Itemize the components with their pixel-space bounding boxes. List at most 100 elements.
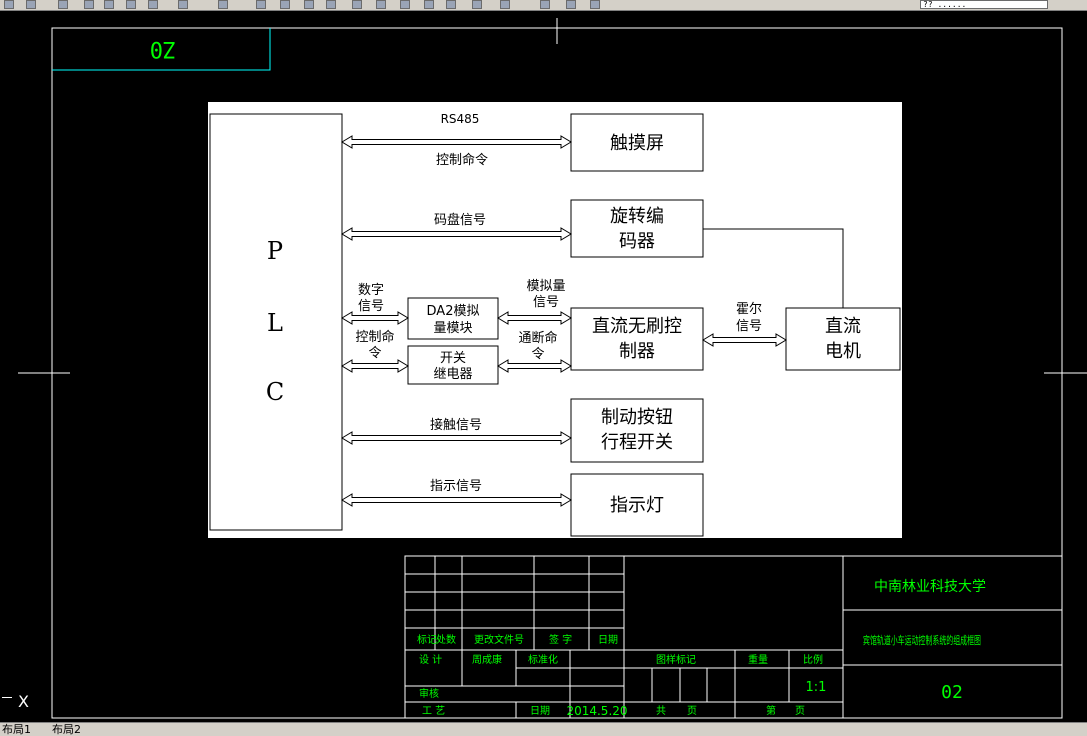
zoom-previous-icon[interactable] [326, 0, 336, 9]
label-check: 审核 [419, 687, 439, 700]
drawing-canvas[interactable]: Z0 P L C 触摸屏 旋转编 码器 直流无刷控 制器 直流 电机 制动按钮 … [0, 11, 1087, 722]
encoder-motor-link [703, 228, 844, 308]
title-block [404, 555, 1063, 719]
pan-icon[interactable] [256, 0, 266, 9]
analog-signal-label-line1: 模拟量 [526, 279, 565, 294]
indicator-lamp-label: 指示灯 [610, 495, 664, 516]
arrow-plc-relay [341, 359, 409, 373]
label-date: 日期 [598, 634, 618, 646]
da-module-block[interactable] [407, 297, 499, 340]
da-module-label-line1: DA2模拟 [427, 304, 480, 319]
label-change-doc: 更改文件号 [474, 633, 524, 646]
layout-tabs: 布局1 布局2 [0, 722, 1087, 736]
arrow-plc-encoder [341, 227, 572, 241]
text-style-icon[interactable] [540, 0, 550, 9]
arrow-da-controller [497, 311, 572, 325]
indicator-lamp-block[interactable] [570, 473, 704, 537]
school-name: 中南林业科技大学 [874, 579, 986, 595]
properties-icon[interactable] [352, 0, 362, 9]
copy-icon[interactable] [126, 0, 136, 9]
layer-combo[interactable]: ??_...... [920, 0, 1048, 9]
relay-block[interactable] [407, 345, 499, 385]
label-date2: 日期 [530, 705, 550, 717]
encoder-signal-label: 码盘信号 [434, 212, 486, 228]
arrow-controller-motor [702, 333, 787, 347]
control-cmd-label: 控制命令 [436, 152, 488, 168]
label-no: 第 [766, 704, 776, 717]
relay-label-line1: 开关 [440, 351, 466, 366]
arrow-plc-indicator [341, 493, 572, 507]
calculator-icon[interactable] [446, 0, 456, 9]
indicator-signal-label: 指示信号 [430, 479, 482, 494]
drawing-title: 宾馆轨道小车运动控制系统的组成框图 [863, 633, 981, 647]
arrow-plc-brake-switch [341, 431, 572, 445]
markup-icon[interactable] [424, 0, 434, 9]
scale-value: 1:1 [806, 680, 827, 695]
bldc-controller-block[interactable] [570, 307, 704, 371]
label-design: 设 计 [419, 653, 442, 666]
encoder-label-line2: 码器 [619, 231, 655, 252]
hall-signal-label-line2: 信号 [736, 319, 762, 334]
layer-state-icon[interactable] [500, 0, 510, 9]
signal-arrows [341, 135, 787, 507]
zoom-window-icon[interactable] [304, 0, 314, 9]
digital-signal-label-line1: 数字 [358, 283, 384, 298]
print-icon[interactable] [84, 0, 94, 9]
label-count: 处数 [436, 633, 456, 646]
plc-letter-c: C [266, 378, 284, 406]
label-sign: 签 字 [549, 633, 572, 646]
onoff-cmd-label-line1: 通断命 [518, 330, 557, 346]
save-icon[interactable] [58, 0, 68, 9]
plot-style-icon[interactable] [590, 0, 600, 9]
onoff-cmd-label-line2: 令 [531, 347, 544, 362]
ucs-x-label: X [18, 692, 29, 711]
block-diagram: P L C 触摸屏 旋转编 码器 直流无刷控 制器 直流 电机 制动按钮 行程开… [209, 112, 901, 537]
open-icon[interactable] [26, 0, 36, 9]
arrow-relay-controller [497, 359, 572, 373]
tab-layout2[interactable]: 布局2 [52, 723, 81, 736]
drawing-number: 02 [941, 682, 963, 703]
dc-motor-block[interactable] [785, 307, 901, 371]
designer-name: 周成康 [472, 653, 502, 666]
zoom-icon[interactable] [280, 0, 290, 9]
dimension-style-icon[interactable] [566, 0, 576, 9]
plc-block[interactable] [209, 113, 343, 531]
touchscreen-label: 触摸屏 [610, 133, 664, 154]
control-cmd-split-label-line2: 令 [368, 346, 381, 361]
tool-palettes-icon[interactable] [400, 0, 410, 9]
plc-letter-l: L [267, 309, 283, 337]
tab-layout1[interactable]: 布局1 [2, 723, 31, 736]
undo-icon[interactable] [178, 0, 188, 9]
label-scale: 比例 [803, 653, 823, 666]
encoder-block[interactable] [570, 199, 704, 258]
title-block-frame [404, 555, 1063, 719]
encoder-label-line1: 旋转编 [610, 206, 664, 227]
title-block-text: 中南林业科技大学 宾馆轨道小车运动控制系统的组成框图 02 标记 处数 更改文件… [417, 579, 986, 718]
label-weight: 重量 [748, 653, 768, 666]
brake-switch-label-line1: 制动按钮 [601, 407, 673, 428]
brake-switch-block[interactable] [570, 398, 704, 463]
layers-icon[interactable] [472, 0, 482, 9]
plc-letter-p: P [267, 237, 283, 265]
arrow-plc-touchscreen [341, 135, 572, 149]
bldc-controller-label-line2: 制器 [619, 341, 655, 362]
date-value: 2014.5.20 [566, 704, 627, 718]
da-module-label-line2: 量模块 [433, 321, 472, 336]
cut-icon[interactable] [104, 0, 114, 9]
relay-label-line2: 继电器 [433, 367, 472, 382]
bldc-controller-label-line1: 直流无刷控 [592, 316, 682, 337]
paste-icon[interactable] [148, 0, 158, 9]
redo-icon[interactable] [218, 0, 228, 9]
touchscreen-block[interactable] [570, 113, 704, 172]
contact-signal-label: 接触信号 [430, 417, 482, 433]
sheet-label-box [52, 28, 271, 71]
label-standard: 标准化 [528, 653, 558, 666]
arrow-plc-da-module [341, 311, 409, 325]
dc-motor-label-line1: 直流 [825, 316, 861, 337]
analog-signal-label-line2: 信号 [533, 295, 559, 310]
dc-motor-label-line2: 电机 [825, 341, 861, 362]
label-sheet2: 页 [795, 705, 805, 717]
ucs-axis [2, 697, 12, 698]
design-center-icon[interactable] [376, 0, 386, 9]
new-icon[interactable] [4, 0, 14, 9]
